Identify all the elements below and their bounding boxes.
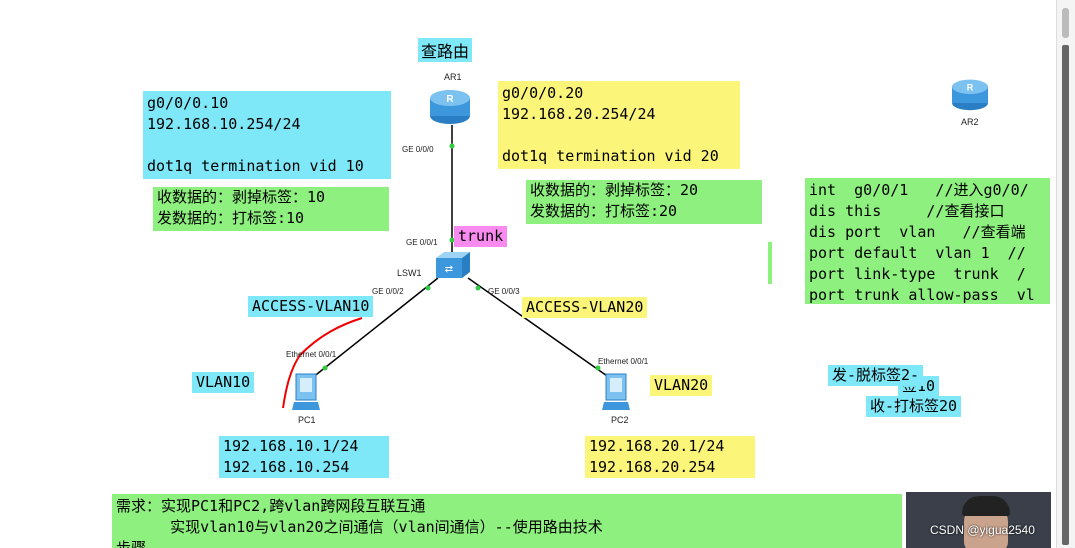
note-line — [502, 125, 740, 146]
note-line: 收数据的：剥掉标签：20 — [530, 181, 699, 199]
note-line: g0/0/0.20 — [502, 84, 584, 102]
note-line — [147, 135, 391, 156]
note-line: 步骤 — [116, 539, 147, 548]
scroll-thumb[interactable] — [1062, 45, 1069, 545]
svg-text:R: R — [446, 94, 454, 105]
port-dot — [449, 143, 455, 149]
subinterface-20-note: g0/0/0.20 192.168.20.254/24 dot1q terminat… — [498, 81, 740, 169]
port-label: GE 0/0/1 — [406, 238, 438, 247]
note-line: 发数据的：打标签:20 — [530, 202, 678, 220]
note-line: 192.168.20.254 — [589, 458, 716, 476]
port-dot — [449, 237, 455, 243]
port-label: Ethernet 0/0/1 — [286, 350, 337, 359]
note-line: dot1q termination vid 20 — [502, 147, 719, 165]
vlan20-label: VLAN20 — [650, 375, 713, 396]
switch-icon[interactable]: ⇄ — [432, 250, 472, 282]
vlan10-label: VLAN10 — [192, 372, 255, 393]
note-line: 发数据的：打标签:10 — [157, 209, 305, 227]
note-line: g0/0/0.10 — [147, 94, 229, 112]
red-annotation-stroke — [282, 317, 363, 409]
svg-text:⇄: ⇄ — [445, 264, 453, 275]
presenter-hair — [962, 496, 1010, 516]
device-name-ar1: AR1 — [444, 72, 462, 82]
port-dot — [475, 285, 481, 291]
watermark: CSDN @yigua2540 — [930, 523, 1035, 537]
note-line: dis port vlan //查看端 — [809, 223, 1026, 241]
port-dot — [595, 365, 601, 371]
pc-icon[interactable] — [600, 372, 632, 412]
pc2-ip-note: 192.168.20.1/24 192.168.20.254 — [585, 436, 755, 478]
note-line: 需求：实现PC1和PC2,跨vlan跨网段互联互通 — [116, 497, 426, 515]
green-marker — [768, 242, 772, 284]
port-label: GE 0/0/2 — [372, 287, 404, 296]
commands-note-clip: int g0/0/1 //进入g0/0/dis this //查看接口 dis p… — [805, 178, 1050, 304]
commands-note: int g0/0/1 //进入g0/0/dis this //查看接口 dis p… — [805, 178, 1050, 304]
requirement-clip: 需求：实现PC1和PC2,跨vlan跨网段互联互通 实现vlan10与vlan2… — [112, 494, 902, 548]
note-line: 实现vlan10与vlan20之间通信（vlan间通信）--使用路由技术 — [116, 518, 603, 536]
note-line: port trunk allow-pass vl — [809, 286, 1035, 304]
device-name-lsw1: LSW1 — [397, 268, 422, 278]
note-line: 192.168.10.254/24 — [147, 115, 301, 133]
note-line: dot1q termination vid 10 — [147, 157, 364, 175]
recv-label: 收-打标签20 — [866, 396, 962, 417]
port-label: Ethernet 0/0/1 — [598, 357, 649, 366]
port-label: GE 0/0/3 — [488, 287, 520, 296]
scroll-up-handle[interactable] — [1062, 8, 1069, 38]
tag-20-note: 收数据的：剥掉标签：20 发数据的：打标签:20 — [526, 180, 762, 224]
note-line: 192.168.10.254 — [223, 458, 350, 476]
note-line: dis this //查看接口 — [809, 202, 1005, 220]
device-name-ar2: AR2 — [961, 117, 979, 127]
port-label: GE 0/0/0 — [402, 145, 434, 154]
pc1-ip-note: 192.168.10.1/24 192.168.10.254 — [219, 436, 389, 478]
tag-10-note: 收数据的：剥掉标签：10 发数据的：打标签:10 — [153, 187, 389, 231]
svg-text:R: R — [967, 82, 974, 92]
router-icon[interactable]: R — [948, 76, 992, 112]
trunk-label: trunk — [454, 226, 508, 247]
note-line: 192.168.20.254/24 — [502, 105, 656, 123]
port-dot — [322, 365, 328, 371]
webcam-overlay — [906, 492, 1051, 548]
subinterface-10-note: g0/0/0.10 192.168.10.254/24 dot1q terminat… — [143, 91, 391, 179]
note-line: port link-type trunk / — [809, 265, 1026, 283]
access-vlan10-label: ACCESS-VLAN10 — [248, 296, 374, 317]
note-line: port default vlan 1 // — [809, 244, 1026, 262]
send-label: 发-脱标签2- — [828, 365, 924, 386]
note-line: 192.168.10.1/24 — [223, 437, 359, 455]
device-name-pc2: PC2 — [611, 415, 629, 425]
vertical-scrollbar[interactable] — [1056, 0, 1075, 548]
access-vlan20-label: ACCESS-VLAN20 — [522, 297, 648, 318]
pc-icon[interactable] — [290, 372, 322, 412]
link-lsw1-pc1 — [311, 277, 439, 379]
link-lsw1-pc2 — [467, 277, 611, 379]
title-label: 查路由 — [418, 38, 473, 62]
requirement-note: 需求：实现PC1和PC2,跨vlan跨网段互联互通 实现vlan10与vlan2… — [112, 494, 902, 548]
note-line: 收数据的：剥掉标签：10 — [157, 188, 326, 206]
port-dot — [425, 285, 431, 291]
router-icon[interactable]: R — [428, 86, 472, 126]
device-name-pc1: PC1 — [298, 415, 316, 425]
note-line: 192.168.20.1/24 — [589, 437, 725, 455]
note-line: int g0/0/1 //进入g0/0/ — [809, 181, 1029, 199]
